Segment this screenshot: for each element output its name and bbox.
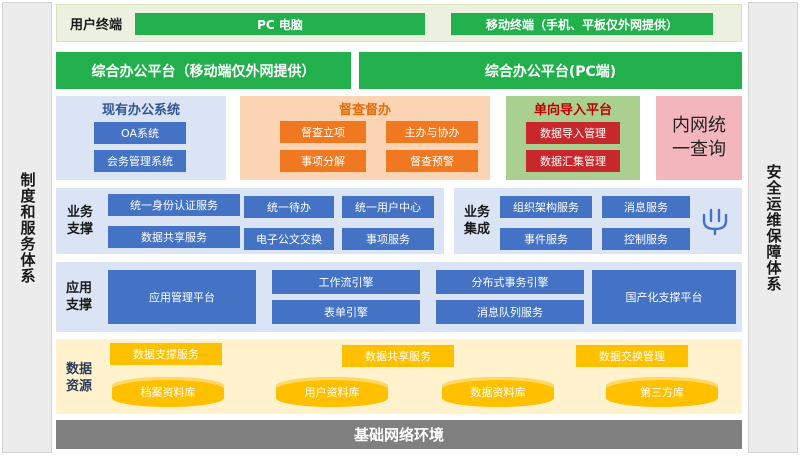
support-service: 数据共享服务 bbox=[108, 226, 240, 248]
support-service: 统一待办 bbox=[244, 196, 334, 218]
localization-platform: 国产化支撑平台 bbox=[592, 270, 736, 324]
distributed-transaction-engine: 分布式事务引擎 bbox=[436, 270, 584, 294]
integration-service: 组织架构服务 bbox=[500, 196, 592, 218]
oa-system: OA系统 bbox=[94, 122, 186, 144]
supervision-title: 督查督办 bbox=[338, 102, 391, 118]
app-management-platform: 应用管理平台 bbox=[108, 270, 256, 324]
pc-terminal: PC 电脑 bbox=[135, 13, 425, 35]
support-service: 统一身份认证服务 bbox=[108, 194, 240, 216]
supervision-panel: 督查督办 督查立项 主办与协办 事项分解 督查预警 bbox=[240, 96, 490, 180]
pc-platform: 综合办公平台(PC端) bbox=[359, 52, 742, 89]
plug-icon bbox=[702, 208, 728, 236]
data-store: 数据资料库 bbox=[442, 377, 554, 407]
left-side-column: 制度和服务体系 bbox=[2, 2, 52, 453]
import-title: 单向导入平台 bbox=[533, 102, 612, 118]
intranet-query-label: 内网统一查询 bbox=[672, 115, 726, 160]
intranet-query: 内网统一查询 bbox=[656, 96, 742, 180]
business-integration-label: 业务集成 bbox=[463, 205, 490, 237]
data-resources-label: 数据资源 bbox=[65, 362, 92, 394]
data-service: 数据交换管理 bbox=[576, 345, 688, 367]
workflow-engine: 工作流引擎 bbox=[272, 270, 420, 294]
support-service: 统一用户中心 bbox=[342, 196, 434, 218]
terminal-row: 用户终端 PC 电脑 移动终端（手机、平板仅外网提供） bbox=[56, 4, 742, 42]
data-store: 档案资料库 bbox=[112, 377, 224, 407]
form-engine: 表单引擎 bbox=[272, 300, 420, 324]
support-service: 电子公文交换 bbox=[244, 228, 334, 250]
import-item: 数据导入管理 bbox=[526, 122, 620, 144]
application-support-label: 应用支撑 bbox=[65, 281, 92, 313]
application-support-panel: 应用支撑 应用管理平台 工作流引擎 表单引擎 分布式事务引擎 消息队列服务 国产… bbox=[56, 262, 742, 332]
integration-service: 控制服务 bbox=[602, 228, 690, 250]
business-support-panel: 业务支撑 统一身份认证服务 统一待办 统一用户中心 数据共享服务 电子公文交换 … bbox=[56, 188, 444, 254]
right-side-column: 安全运维保障体系 bbox=[748, 2, 798, 453]
mobile-terminal: 移动终端（手机、平板仅外网提供） bbox=[451, 13, 713, 35]
base-network-bar: 基础网络环境 bbox=[56, 420, 742, 449]
meeting-system: 会务管理系统 bbox=[94, 150, 186, 172]
support-service: 事项服务 bbox=[342, 228, 434, 250]
existing-systems-panel: 现有办公系统 OA系统 会务管理系统 bbox=[56, 96, 226, 180]
supervision-item: 督查预警 bbox=[386, 150, 478, 172]
message-queue-service: 消息队列服务 bbox=[436, 300, 584, 324]
terminal-label: 用户终端 bbox=[69, 17, 122, 33]
left-side-label: 制度和服务体系 bbox=[18, 171, 37, 284]
data-resources-panel: 数据资源 数据支撑服务 数据共享服务 数据交换管理 档案资料库 用户资料库 数据… bbox=[56, 339, 742, 414]
import-item: 数据汇集管理 bbox=[526, 150, 620, 172]
data-store: 用户资料库 bbox=[276, 377, 388, 407]
supervision-item: 主办与协办 bbox=[386, 121, 478, 143]
business-support-label: 业务支撑 bbox=[66, 205, 93, 237]
right-side-label: 安全运维保障体系 bbox=[764, 163, 783, 292]
data-service: 数据支撑服务 bbox=[110, 343, 222, 365]
integration-service: 消息服务 bbox=[602, 196, 690, 218]
supervision-item: 督查立项 bbox=[280, 121, 366, 143]
business-integration-panel: 业务集成 组织架构服务 消息服务 事件服务 控制服务 bbox=[454, 188, 742, 254]
import-panel: 单向导入平台 数据导入管理 数据汇集管理 bbox=[506, 96, 640, 180]
data-store: 第三方库 bbox=[606, 377, 718, 407]
mobile-platform: 综合办公平台（移动端仅外网提供） bbox=[56, 52, 351, 89]
supervision-item: 事项分解 bbox=[280, 150, 366, 172]
existing-systems-title: 现有办公系统 bbox=[101, 102, 180, 118]
data-service: 数据共享服务 bbox=[342, 345, 454, 367]
integration-service: 事件服务 bbox=[500, 228, 592, 250]
